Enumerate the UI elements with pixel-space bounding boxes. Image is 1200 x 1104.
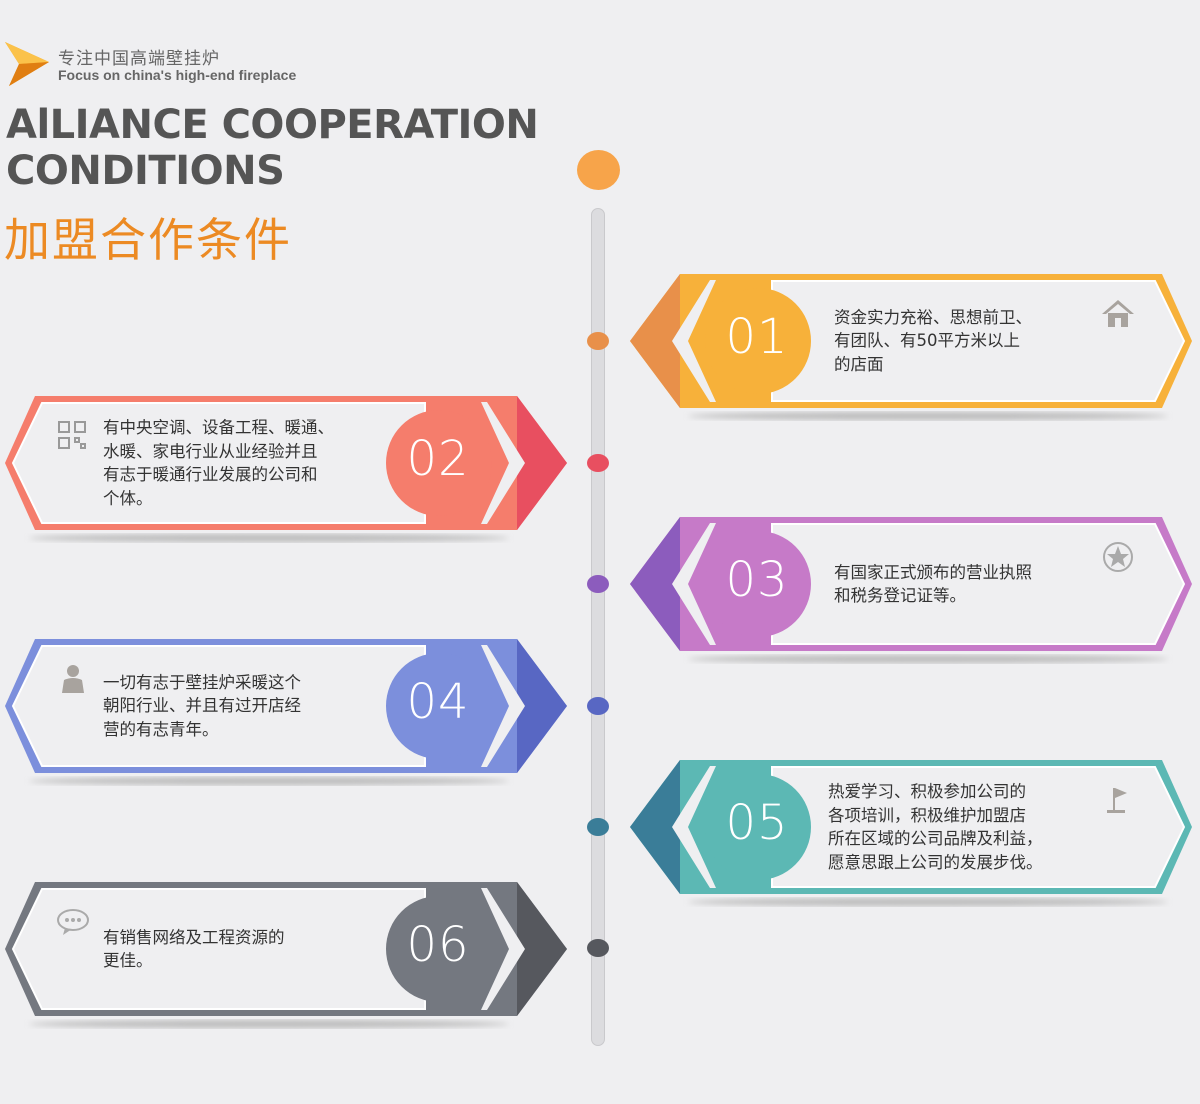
card-text-line: 一切有志于壁挂炉采暖这个: [103, 672, 301, 692]
card-text-line: 更佳。: [103, 951, 153, 970]
star-icon: [1103, 542, 1133, 572]
card-description: 有销售网络及工程资源的更佳。: [103, 926, 285, 973]
card-shape: [5, 396, 567, 542]
title-english-line2: CONDITIONS: [6, 148, 285, 194]
chat-icon: [57, 909, 89, 935]
timeline-dot-02: [587, 454, 609, 472]
card-03: 03 有国家正式颁布的营业执照和税务登记证等。: [628, 515, 1194, 665]
timeline-dot-05: [587, 818, 609, 836]
timeline-top-circle: [577, 150, 620, 190]
card-text-line: 热爱学习、积极参加公司的: [828, 782, 1026, 801]
card-number: 03: [725, 552, 789, 608]
card-description: 有国家正式颁布的营业执照和税务登记证等。: [834, 561, 1032, 608]
card-01: 01 资金实力充裕、思想前卫、有团队、有50平方米以上的店面: [628, 272, 1194, 422]
card-text-line: 有中央空调、设备工程、暖通、: [103, 418, 334, 437]
slogan-english: Focus on china's high-end fireplace: [58, 67, 297, 83]
card-number: 04: [406, 674, 470, 730]
timeline-dot-04: [587, 697, 609, 715]
title-english-line1: AlLIANCE COOPERATION: [6, 102, 539, 148]
card-number: 06: [406, 917, 470, 973]
card-description: 一切有志于壁挂炉采暖这个朝阳行业、并且有过开店经营的有志青年。: [103, 671, 301, 742]
card-text-line: 的店面: [834, 354, 884, 374]
card-text-line: 有销售网络及工程资源的: [103, 927, 285, 947]
card-shape: [630, 517, 1192, 663]
card-shape: [5, 639, 567, 785]
card-text-line: 朝阳行业、并且有过开店经: [103, 696, 301, 716]
card-number: 05: [725, 795, 789, 851]
slogan-chinese: 专注中国高端壁挂炉: [58, 49, 220, 69]
timeline-dot-01: [587, 332, 609, 350]
card-shape: [630, 274, 1192, 420]
card-description: 有中央空调、设备工程、暖通、水暖、家电行业从业经验并且有志于暖通行业发展的公司和…: [103, 416, 334, 510]
card-shape: [5, 882, 567, 1028]
card-02: 02 有中央空调、设备工程、暖通、水暖、家电行业从业经验并且有志于暖通行业发展的公…: [3, 394, 569, 544]
card-text-line: 营的有志青年。: [103, 719, 219, 739]
card-text-line: 有志于暖通行业发展的公司和: [103, 465, 318, 484]
house-icon: [1102, 300, 1134, 327]
card-text-line: 个体。: [103, 488, 153, 508]
card-text-line: 各项培训，积极维护加盟店: [828, 805, 1026, 825]
card-text-line: 和税务登记证等。: [834, 586, 966, 605]
card-number: 01: [725, 309, 789, 365]
card-number: 02: [406, 431, 470, 487]
card-05: 05 热爱学习、积极参加公司的各项培训，积极维护加盟店所在区域的公司品牌及利益， 愿…: [628, 758, 1194, 908]
card-text-line: 所在区域的公司品牌及利益，: [828, 829, 1043, 848]
card-description: 热爱学习、积极参加公司的各项培训，积极维护加盟店所在区域的公司品牌及利益， 愿意思…: [828, 780, 1043, 874]
timeline-bar: [591, 208, 605, 1046]
card-text-line: 资金实力充裕、思想前卫、: [834, 307, 1032, 327]
card-06: 06 有销售网络及工程资源的更佳。: [3, 880, 569, 1030]
timeline-dot-06: [587, 939, 609, 957]
card-description: 资金实力充裕、思想前卫、有团队、有50平方米以上的店面: [834, 306, 1032, 377]
timeline-dot-03: [587, 575, 609, 593]
card-text-line: 水暖、家电行业从业经验并且: [103, 441, 318, 461]
title-chinese: 加盟合作条件: [4, 213, 292, 267]
card-04: 04 一切有志于壁挂炉采暖这个朝阳行业、并且有过开店经营的有志青年。: [3, 637, 569, 787]
person-icon: [62, 665, 84, 693]
flag-icon: [1107, 788, 1127, 813]
card-text-line: 愿意思跟上公司的发展步伐。: [828, 852, 1043, 872]
card-shape: [630, 760, 1192, 906]
logo-arrow-icon: [5, 42, 49, 86]
card-text-line: 有国家正式颁布的营业执照: [834, 562, 1032, 582]
card-text-line: 有团队、有50平方米以上: [834, 331, 1020, 351]
grid-icon: [58, 421, 86, 449]
